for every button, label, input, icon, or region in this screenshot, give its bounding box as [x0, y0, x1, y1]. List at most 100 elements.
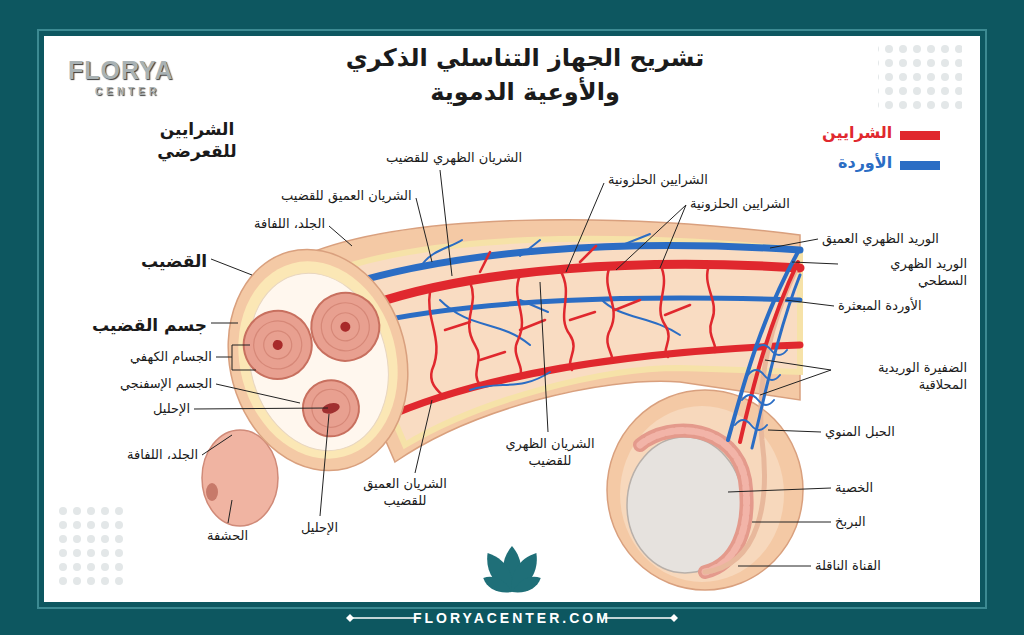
shaft-vessels-part-part: [520, 300, 548, 312]
cross-section-part: [272, 339, 284, 351]
shaft-vessels-part-part: [480, 252, 490, 272]
part-label: البربخ: [835, 514, 866, 531]
legend-swatch: [900, 161, 940, 170]
shaft-vessels-part-part: [520, 240, 540, 256]
glans-part: [202, 430, 278, 526]
shaft-vessels-part: [360, 298, 800, 325]
spermatic-cord-part: [755, 345, 787, 355]
leader-lines: [194, 170, 838, 566]
legend-swatch: [900, 131, 940, 140]
shaft-vessels-part-part: [470, 372, 550, 390]
shaft-vessels-part-part: [620, 234, 650, 246]
leader-lines-part: [540, 282, 548, 432]
leader-lines-part: [738, 566, 811, 567]
leader-lines-part: [792, 262, 838, 264]
leader-lines-part: [566, 183, 604, 272]
logo-leaves-part: [481, 573, 515, 598]
frame-part: [55, 505, 125, 589]
shaft-vessels-part-part: [665, 305, 690, 315]
leader-lines-part: [228, 500, 232, 523]
shaft-vessels-part-part: [607, 266, 613, 362]
group-label: القضيب: [141, 250, 207, 272]
leader-lines-part: [785, 300, 834, 306]
legend-text: الشرايين: [822, 123, 892, 144]
leader-lines-part: [616, 205, 686, 270]
shaft-vessels-part-part: [429, 292, 445, 398]
cross-section-part: [248, 297, 393, 442]
part-label: الشرايين الحلزونية: [608, 172, 708, 189]
part-label: الجسام الكهفي: [130, 349, 212, 366]
leader-lines-part: [216, 384, 300, 403]
cross-section-part-part: [261, 328, 295, 362]
spermatic-cord-part: [705, 272, 795, 572]
part-label: الخصية: [835, 480, 873, 497]
leader-lines-part: [440, 170, 452, 276]
leader-lines-part: [770, 239, 818, 248]
frame-part: [346, 614, 354, 622]
frame-part: [878, 42, 962, 112]
shaft-vessels-part-part: [480, 352, 505, 360]
leader-lines-part: [216, 345, 256, 370]
shaft-vessels-part-part: [707, 263, 715, 352]
leader-lines-part: [728, 488, 831, 492]
shaft-vessels-part: [420, 234, 680, 390]
shaft-vessels-part-part: [570, 312, 595, 320]
leader-lines-part: [194, 408, 328, 409]
leader-lines-part: [415, 400, 432, 473]
shaft-vessels-part-part: [615, 300, 640, 310]
shaft-vessels-part: [370, 264, 800, 305]
cross-section-part: [230, 257, 408, 466]
spermatic-cord-part: [728, 252, 798, 440]
shaft-vessels-part-part: [445, 322, 470, 330]
part-label: الحبل المنوي: [825, 424, 895, 441]
leader-lines-part: [211, 323, 238, 324]
part-label: الوريد الظهري العميق: [822, 231, 939, 248]
shaft-vessels-part-part: [580, 246, 596, 262]
part-label: الشريان العميق للقضيب: [349, 476, 461, 510]
spermatic-cord-part: [742, 395, 774, 405]
scrotum-part: [640, 431, 747, 572]
part-label: الحشفة: [207, 528, 248, 545]
logo-text: CENTER: [95, 85, 160, 98]
shaft-vessels-part-part: [516, 275, 522, 378]
shaft-vessels-part-part: [420, 240, 462, 268]
shaft-vessels-part-part: [469, 282, 480, 385]
frame-part: [350, 617, 420, 619]
logo-leaves: [480, 546, 544, 597]
part-label: الشريان العميق للقضيب: [281, 188, 412, 205]
cross-section-part: [204, 229, 432, 491]
part-label: الشرايين الحلزونية: [690, 196, 790, 213]
cross-section: [204, 229, 432, 491]
cross-section-part-part: [316, 297, 375, 356]
group-label: جسم القضيب: [92, 314, 207, 336]
part-label: الضفيرة الوريدية المحلاقية: [835, 360, 967, 394]
cross-section-part-part: [328, 310, 362, 344]
part-label: الأوردة المبعثرة: [838, 298, 922, 315]
part-label: الجسم الإسفنجي: [120, 376, 212, 393]
shaft-vessels-part-part: [520, 320, 545, 330]
part-label: الجلد، اللفافة: [254, 216, 325, 233]
cross-section-part: [217, 243, 419, 477]
leader-lines-part: [211, 259, 252, 275]
glans-part: [206, 483, 218, 501]
part-label: الشريان الظهري للقضيب: [496, 436, 604, 470]
scrotum-part: [640, 431, 747, 572]
leader-lines-part: [768, 430, 821, 432]
frame-part: [44, 36, 980, 602]
spermatic-cord-part: [735, 420, 767, 430]
group-label: الشرايين للقعرضي: [151, 118, 243, 162]
leader-lines-part: [760, 360, 831, 395]
part-label: الوريد الظهري السطحي: [842, 256, 967, 290]
spermatic-cord-part: [740, 262, 798, 442]
cross-section-part: [339, 321, 351, 333]
cross-section-part-part: [248, 316, 307, 375]
logo-text: FLORYA: [68, 54, 174, 87]
shaft-vessels-part-part: [660, 264, 669, 357]
leader-lines-part: [416, 198, 432, 262]
glans: [202, 430, 278, 526]
leader-lines-part: [202, 435, 232, 455]
frame-part: [38, 30, 986, 608]
